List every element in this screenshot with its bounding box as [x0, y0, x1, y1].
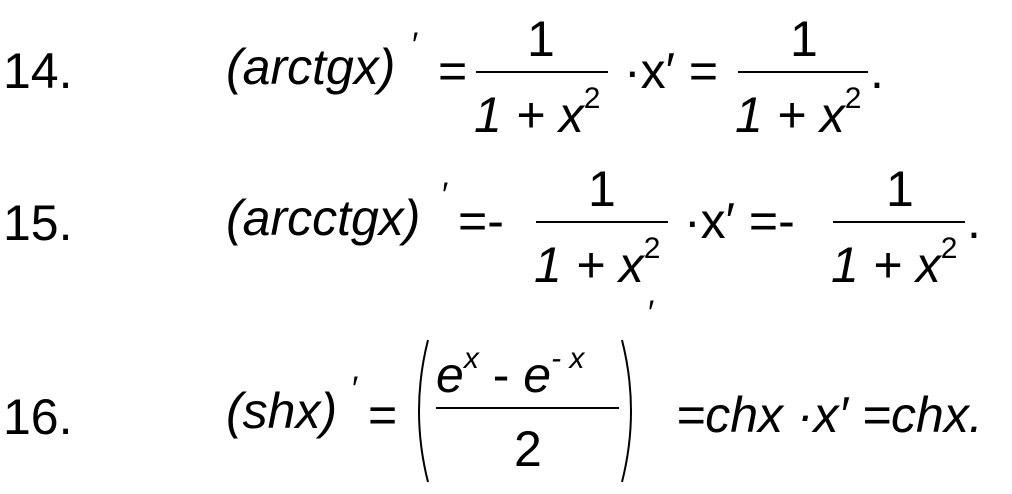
denominator: 1 + x2 — [534, 232, 661, 293]
fraction-bar — [536, 221, 668, 223]
numerator: 1 — [527, 11, 555, 67]
formula-rhs: =chx ·x′ =chx. — [676, 387, 983, 443]
prime: ′ — [352, 370, 359, 408]
period: . — [967, 193, 981, 249]
formula-number: 15. — [3, 195, 73, 251]
prime: ′ — [412, 26, 419, 64]
prime: ′ — [648, 294, 655, 332]
prime: ′ — [442, 176, 449, 214]
numerator: 1 — [588, 161, 616, 217]
formula-number: 16. — [3, 389, 73, 445]
numerator: ex - e- x — [436, 342, 585, 403]
fraction-bar — [833, 221, 965, 223]
denominator: 2 — [514, 421, 542, 477]
denominator: 1 + x2 — [831, 232, 958, 293]
numerator: 1 — [886, 161, 914, 217]
left-paren-icon — [418, 339, 429, 483]
equals: = — [368, 387, 398, 443]
fraction-bar — [476, 71, 608, 73]
equals-minus: =- — [458, 193, 504, 249]
period: . — [870, 43, 884, 99]
numerator: 1 — [790, 11, 818, 67]
right-paren-icon — [621, 339, 632, 483]
formula-number: 14. — [3, 43, 73, 99]
fraction-bar — [436, 407, 619, 409]
denominator: 1 + x2 — [735, 82, 862, 143]
equals: = — [438, 43, 468, 99]
formula-lhs: (shx) — [226, 383, 338, 439]
times-x-prime: ·x′ =- — [684, 193, 795, 249]
denominator: 1 + x2 — [474, 82, 601, 143]
formula-lhs: (arcctgx) — [226, 190, 421, 246]
formula-lhs: (arctgx) — [226, 39, 396, 95]
fraction-bar — [738, 71, 868, 73]
times-x-prime: ·x′ = — [624, 43, 719, 99]
